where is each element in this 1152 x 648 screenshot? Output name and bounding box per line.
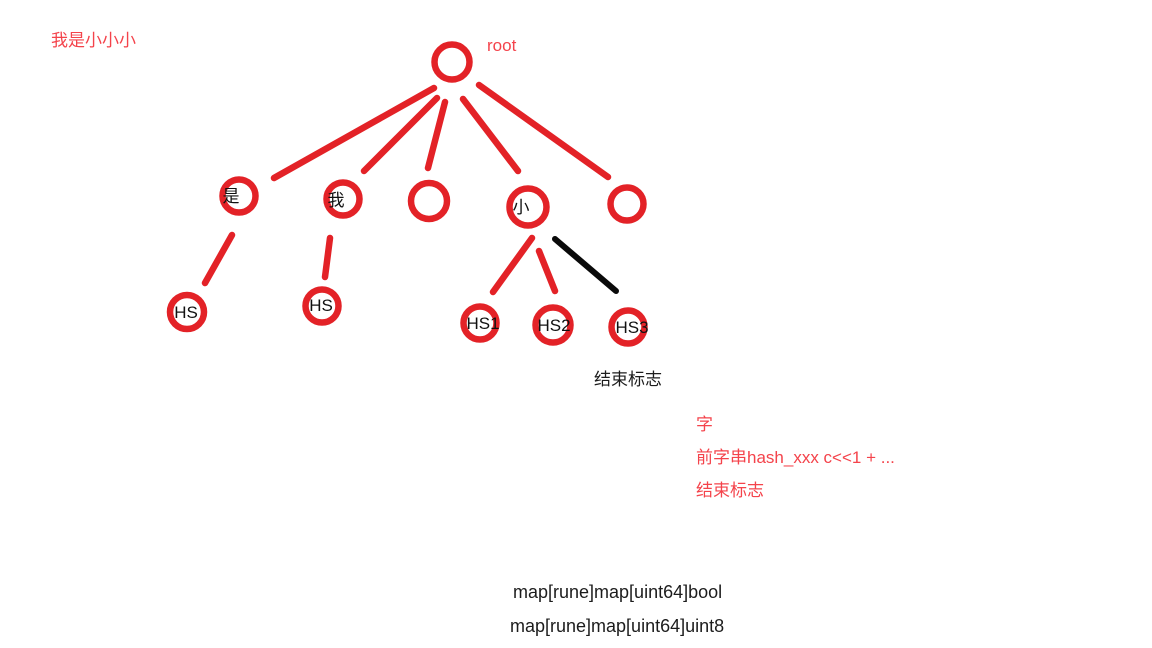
node-empty-right-circle	[607, 184, 647, 224]
edge-xiao-to-hs2	[535, 247, 559, 295]
node-root-circle	[431, 41, 473, 83]
node-hs1-circle	[460, 303, 500, 343]
node-hs2-label: HS2	[537, 316, 570, 335]
map-type-line-2: map[rune]map[uint64]uint8	[510, 616, 725, 636]
node-shi-label: 是	[223, 187, 240, 206]
edge-shi-to-hs	[201, 231, 236, 287]
node-hs-a-label: HS	[174, 303, 198, 322]
node-hs-a-circle	[166, 291, 208, 333]
edge-root-to-wo	[360, 94, 441, 175]
node-hs3-circle	[608, 307, 648, 347]
node-hs1-label: HS1	[466, 314, 499, 333]
edge-xiao-to-hs3-black	[552, 236, 619, 294]
edge-root-to-xiao	[459, 95, 522, 175]
red-note-line-1: 字	[696, 415, 713, 434]
red-note-block: 字 前字串hash_xxx c<<1 + ... 结束标志	[696, 408, 895, 507]
top-left-note: 我是小小小	[51, 31, 136, 50]
edge-root-to-empty-mid	[424, 98, 449, 172]
map-type-block: map[rune]map[uint64]bool map[rune]map[ui…	[510, 575, 724, 643]
edge-root-to-shi	[270, 84, 438, 182]
edge-wo-to-hs	[321, 234, 334, 281]
node-shi-circle	[219, 176, 259, 216]
edge-xiao-to-hs1	[489, 234, 536, 296]
root-label: root	[487, 36, 517, 55]
node-empty-mid-circle	[407, 179, 451, 223]
red-note-line-2: 前字串hash_xxx c<<1 + ...	[696, 448, 895, 467]
node-xiao-label: 小	[513, 198, 530, 217]
map-type-line-1: map[rune]map[uint64]bool	[513, 582, 723, 602]
node-hs-b-circle	[302, 286, 342, 326]
end-flag-label: 结束标志	[594, 370, 662, 389]
node-hs3-label: HS3	[615, 318, 648, 337]
red-note-line-3: 结束标志	[696, 481, 764, 500]
node-hs-b-label: HS	[309, 296, 333, 315]
node-wo-circle	[323, 179, 363, 219]
node-wo-label: 我	[328, 191, 345, 210]
node-hs2-circle	[532, 304, 574, 346]
node-xiao-circle	[506, 185, 550, 229]
edge-root-to-empty-right	[475, 81, 612, 181]
